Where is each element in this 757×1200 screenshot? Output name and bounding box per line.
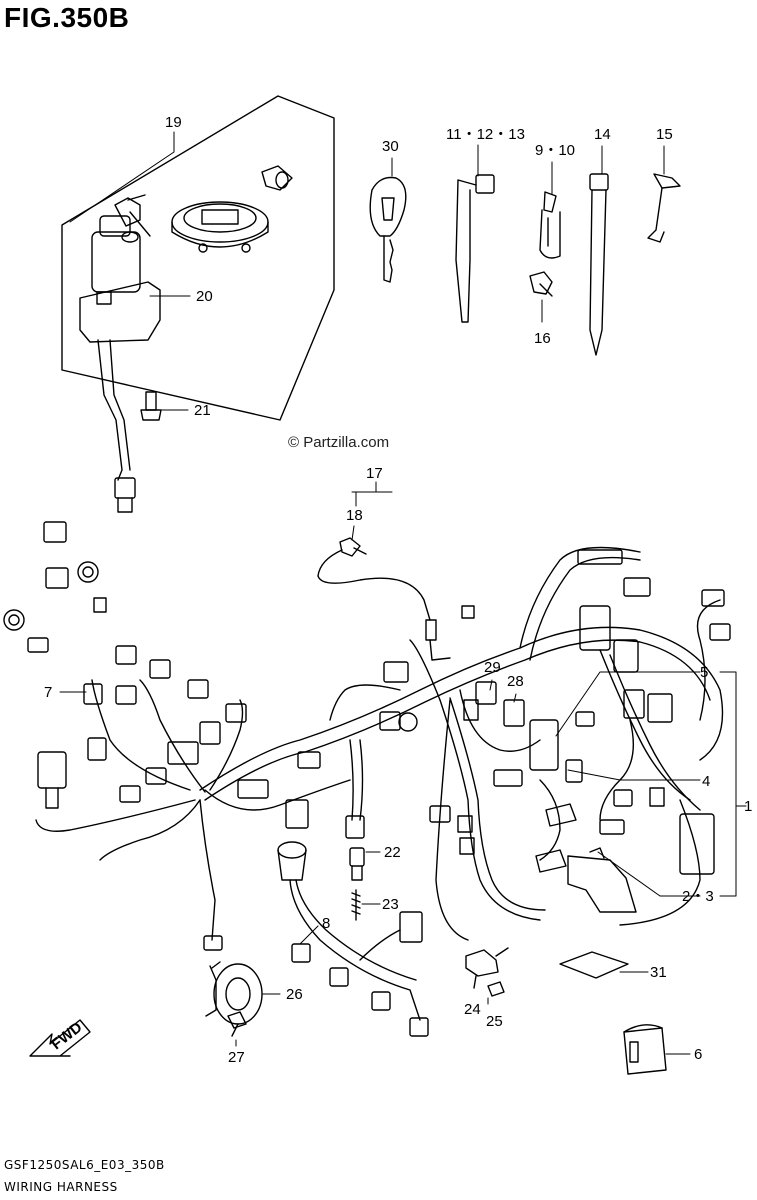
watermark: © Partzilla.com <box>288 434 389 451</box>
cable-tie-drawing <box>589 173 609 356</box>
callout-5: 5 <box>700 664 708 681</box>
clamp-9-10-drawing <box>539 191 561 259</box>
callout-9-10: 9・10 <box>535 142 575 159</box>
callout-31: 31 <box>650 964 667 981</box>
callout-7: 7 <box>44 684 52 701</box>
footer-figure-code: GSF1250SAL6_E03_350B <box>4 1158 165 1172</box>
callout-16: 16 <box>534 330 551 347</box>
clamp-11-12-13-drawing <box>455 174 495 323</box>
callout-14: 14 <box>594 126 611 143</box>
callout-27: 27 <box>228 1049 245 1066</box>
footer-figure-name: WIRING HARNESS <box>4 1180 118 1194</box>
forward-arrow-icon: FWD <box>29 1019 91 1057</box>
callout-18: 18 <box>346 507 363 524</box>
callout-6: 6 <box>694 1046 702 1063</box>
harness-connectors <box>3 521 731 951</box>
bolt-25-drawing <box>487 981 505 997</box>
sensor-lead-18-drawing <box>317 537 451 661</box>
relay-22-drawing <box>349 847 365 881</box>
ignition-switch-drawing <box>79 194 161 513</box>
callout-22: 22 <box>384 844 401 861</box>
callout-8: 8 <box>322 915 330 932</box>
callout-4: 4 <box>702 773 710 790</box>
clip-15-drawing <box>647 173 681 243</box>
fuel-cap-lock-drawing <box>171 201 269 253</box>
switch-24-drawing <box>465 947 509 989</box>
lock-bolt-drawing <box>261 165 293 191</box>
callout-21: 21 <box>194 402 211 419</box>
callout-25: 25 <box>486 1013 503 1030</box>
label-sheet-drawing <box>559 951 629 979</box>
callout-11-12-13: 11・12・13 <box>446 126 525 143</box>
bolt-16-drawing <box>529 271 553 297</box>
main-harness-drawing <box>35 546 724 941</box>
spring-23-drawing <box>351 889 361 921</box>
ignition-key-drawing <box>369 176 407 283</box>
bolt-21-drawing <box>140 391 162 421</box>
callout-1: 1 <box>744 798 752 815</box>
callout-15: 15 <box>656 126 673 143</box>
callout-20: 20 <box>196 288 213 305</box>
callout-2-3: 2・3 <box>682 888 714 905</box>
callout-numbers: 19 20 21 30 11・12・13 9・10 14 15 16 17 18… <box>44 114 752 1066</box>
sub-harness-8-drawing <box>277 841 429 1037</box>
ignition-switch-set-box <box>61 95 335 421</box>
leader-lines <box>59 131 747 1055</box>
callout-29: 29 <box>484 659 501 676</box>
callout-30: 30 <box>382 138 399 155</box>
callout-19: 19 <box>165 114 182 131</box>
cover-6-drawing <box>623 1024 667 1075</box>
callout-28: 28 <box>507 673 524 690</box>
callout-26: 26 <box>286 986 303 1003</box>
callout-17: 17 <box>366 465 383 482</box>
callout-23: 23 <box>382 896 399 913</box>
figure-title: FIG.350B <box>4 2 130 33</box>
callout-24: 24 <box>464 1001 481 1018</box>
bolt-27-drawing <box>227 1011 247 1037</box>
